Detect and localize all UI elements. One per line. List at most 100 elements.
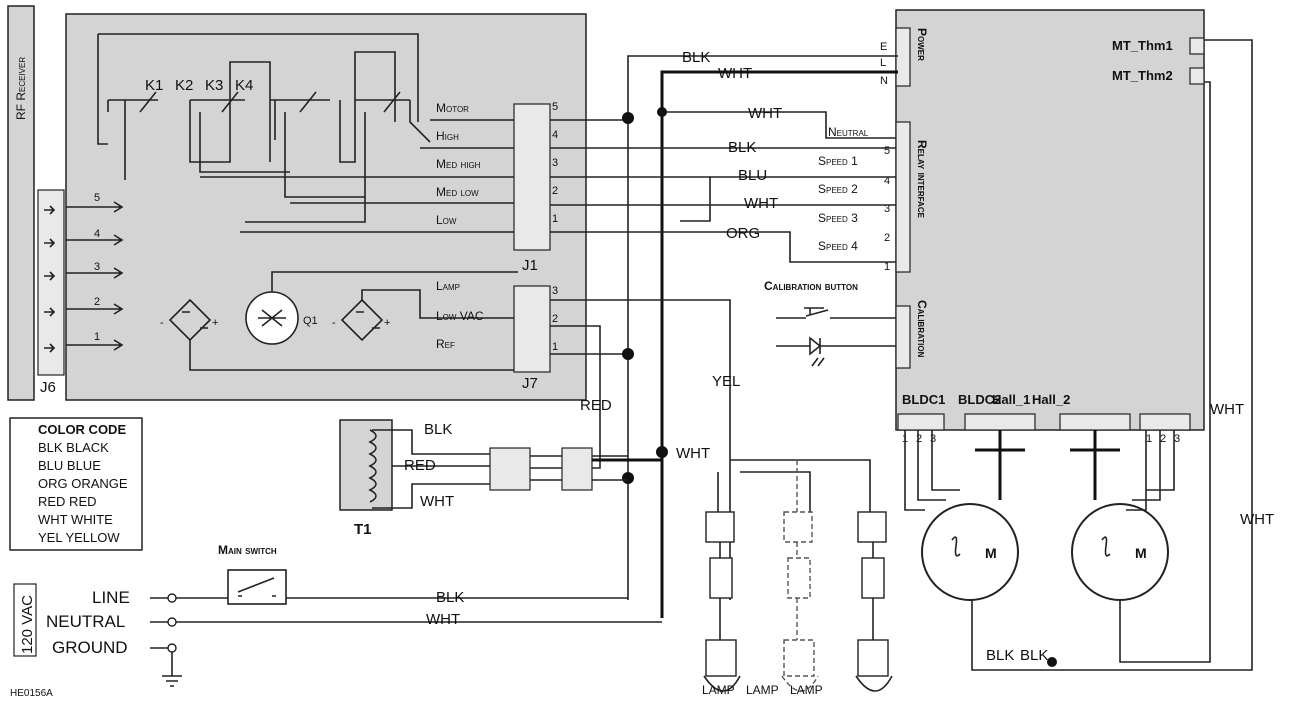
color-code-entry: ORG ORANGE xyxy=(38,476,128,491)
calibration-button-label: Calibration button xyxy=(764,279,858,293)
j7-lines xyxy=(189,271,518,371)
transformer-t1 xyxy=(339,419,393,511)
power-pin-label: N xyxy=(880,75,888,87)
j1-line-label: Med high xyxy=(436,157,481,171)
relay-label: K2 xyxy=(175,77,193,94)
wire-label: WHT xyxy=(744,195,778,212)
j7-connector xyxy=(513,285,551,373)
wire-label: WHT xyxy=(420,493,454,510)
thermistor-connector-1 xyxy=(1189,37,1205,55)
calibration-connector xyxy=(895,305,911,369)
j6-pin-label: 2 xyxy=(94,296,100,308)
voltage-tag xyxy=(13,583,37,657)
bldc-label: BLDC1 xyxy=(902,392,945,407)
rf-receiver-strip xyxy=(7,5,35,401)
color-code-entry: YEL YELLOW xyxy=(38,530,120,545)
wire-label: WHT xyxy=(426,611,460,628)
motor-letter: M xyxy=(1135,545,1147,561)
q1-label: Q1 xyxy=(303,315,318,327)
drawing-id: HE0156A xyxy=(10,688,53,699)
wire-label: WHT xyxy=(748,105,782,122)
j6-pin-label: 5 xyxy=(94,192,100,204)
junction-dot xyxy=(1047,657,1057,667)
main-switch-label: Main switch xyxy=(218,543,277,557)
junction-dot xyxy=(622,348,634,360)
color-code-entry: RED RED xyxy=(38,494,97,509)
rf-receiver-label: RF Receiver xyxy=(14,57,28,120)
wire-label: BLK xyxy=(436,589,464,606)
bldc-pin-label: 2 xyxy=(1160,433,1166,445)
main-switch-symbol xyxy=(237,577,276,597)
wire-label: ORG xyxy=(726,225,760,242)
j1-line-label: Motor xyxy=(436,101,469,115)
relay-interface-connector xyxy=(895,121,911,273)
t1-label: T1 xyxy=(354,521,372,538)
lamp-label: LAMP xyxy=(790,683,823,697)
hall1-connector xyxy=(964,413,1036,431)
control-board xyxy=(65,13,587,401)
svg-text:-: - xyxy=(332,317,336,329)
bldc-label: Hall_1 xyxy=(992,392,1030,407)
j7-line-label: Low VAC xyxy=(436,309,484,323)
wire-label: YEL xyxy=(712,373,740,390)
svg-text:+: + xyxy=(384,317,390,329)
color-code-box xyxy=(9,417,143,551)
svg-text:-: - xyxy=(160,317,164,329)
color-code-title: COLOR CODE xyxy=(38,422,126,437)
power-pin-label: E xyxy=(880,41,887,53)
motor-ground-wires xyxy=(971,39,1253,671)
relay-label: K4 xyxy=(235,77,253,94)
wire-label: WHT xyxy=(718,65,752,82)
power-label: Power xyxy=(915,28,929,61)
thermistor-connector-2 xyxy=(1189,67,1205,85)
bldc1-connector xyxy=(897,413,945,431)
j6-label: J6 xyxy=(40,379,56,396)
color-code-entry: BLU BLUE xyxy=(38,458,101,473)
wire-label: RED xyxy=(580,397,612,414)
relay-speed-label: Speed 1 xyxy=(818,154,858,168)
wire-label: BLK xyxy=(682,49,710,66)
wire-label: BLK xyxy=(1020,647,1048,664)
j7-label: J7 xyxy=(522,375,538,392)
bridge-rectifier-right: - + xyxy=(332,298,390,342)
bldc-label: Hall_2 xyxy=(1032,392,1070,407)
calibration-label: Calibration xyxy=(915,300,929,358)
j7-line-label: Ref xyxy=(436,337,455,351)
j1-pin-label: 5 xyxy=(552,101,558,113)
junction-dot xyxy=(656,446,668,458)
j1-line-label: Med low xyxy=(436,185,479,199)
motor-1 xyxy=(921,503,1019,601)
harness-wires xyxy=(550,55,898,618)
svg-text:+: + xyxy=(212,317,218,329)
relay-pin-label: 5 xyxy=(884,145,890,157)
relay-interface-label: Relay interface xyxy=(915,140,929,219)
junction-dot xyxy=(622,112,634,124)
j1-pin-label: 1 xyxy=(552,213,558,225)
supply-line-label: LINE xyxy=(92,588,130,607)
relay-neutral-label: Neutral xyxy=(828,125,869,139)
bldc-label: BLDC2 xyxy=(958,392,1001,407)
color-code-entry: BLK BLACK xyxy=(38,440,109,455)
j1-line-label: High xyxy=(436,129,459,143)
lamp-label: LAMP xyxy=(746,683,779,697)
j1-pin-label: 4 xyxy=(552,129,558,141)
bldc-pin-label: 3 xyxy=(930,433,936,445)
relay-label: K3 xyxy=(205,77,223,94)
main-switch xyxy=(227,569,287,605)
motor-2 xyxy=(1071,503,1169,601)
wire-label: WHT xyxy=(676,445,710,462)
power-connector xyxy=(895,27,911,87)
bldc-pin-label: 1 xyxy=(1146,433,1152,445)
transformer-plug xyxy=(489,447,531,491)
relay-pin-label: 4 xyxy=(884,175,890,187)
bldc-pin-label: 2 xyxy=(916,433,922,445)
supply-voltage: 120 VAC xyxy=(19,595,36,654)
thermistor-label: MT_Thm2 xyxy=(1112,68,1173,83)
bldc-pin-label: 3 xyxy=(1174,433,1180,445)
hall-cables xyxy=(975,430,1120,500)
j1-label: J1 xyxy=(522,257,538,274)
j7-line-label: Lamp xyxy=(436,279,460,293)
hall2-connector xyxy=(1059,413,1131,431)
